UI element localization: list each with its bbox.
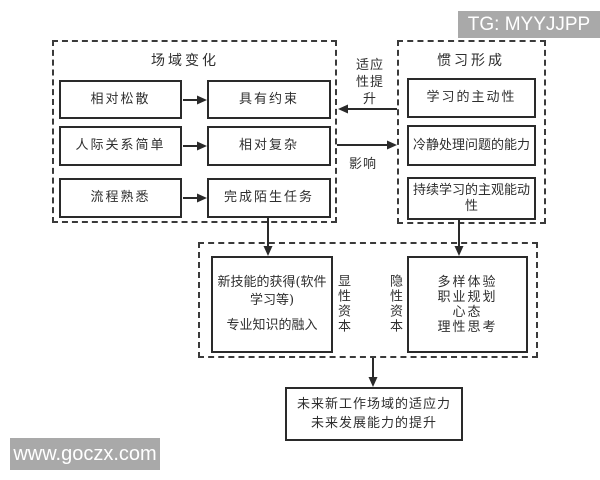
node-familiar-process: 流程熟悉: [59, 178, 182, 218]
new-skills-line-3: 专业知识的融入: [226, 318, 318, 333]
influence-label: 影响: [348, 157, 377, 172]
new-skills-line-1: 新技能的获得(软件: [217, 275, 327, 290]
node-relatively-complex: 相对复杂: [207, 126, 331, 166]
watermark-website: www.goczx.com: [10, 438, 160, 470]
watermark-telegram: TG: MYYJJPP: [458, 11, 600, 38]
field-change-title: 场域变化: [151, 53, 219, 69]
diverse-experience-line-3: 心态: [452, 304, 483, 320]
arrow-influence: [337, 140, 397, 150]
node-diverse-experience: 多样体验 职业规划 心态 理性思考: [407, 256, 528, 353]
node-simple-relationships: 人际关系简单: [59, 126, 182, 166]
future-adaptability-line-1: 未来新工作场域的适应力: [296, 397, 451, 412]
habitus-title: 惯习形成: [437, 53, 505, 69]
node-learning-initiative: 学习的主动性: [407, 78, 536, 118]
new-skills-line-2: 学习等): [249, 293, 295, 308]
node-future-adaptability: 未来新工作场域的适应力 未来发展能力的提升: [285, 387, 463, 441]
implicit-capital-label: 隐性资本: [387, 274, 402, 334]
habitus-group-frame: [397, 40, 546, 224]
capital-group-frame: [198, 242, 538, 358]
future-adaptability-line-2: 未来发展能力的提升: [310, 416, 437, 431]
diverse-experience-line-2: 职业规划: [437, 289, 498, 305]
node-continuous-learning: 持续学习的主观能动性: [407, 177, 536, 220]
node-complete-unfamiliar-tasks: 完成陌生任务: [207, 178, 331, 218]
node-relatively-loose: 相对松散: [59, 80, 182, 119]
node-new-skills: 新技能的获得(软件 学习等) 专业知识的融入: [211, 256, 333, 353]
field-change-group-frame: [52, 40, 337, 223]
explicit-capital-label: 显性资本: [335, 274, 350, 334]
diverse-experience-line-1: 多样体验: [437, 274, 498, 290]
arrow-capital-to-outcome: [368, 358, 378, 387]
node-has-constraints: 具有约束: [207, 80, 331, 119]
diverse-experience-line-4: 理性思考: [437, 319, 498, 335]
adaptability-improve-label: 适应性提升: [356, 58, 385, 107]
node-calm-problem-solving: 冷静处理问题的能力: [407, 125, 536, 166]
